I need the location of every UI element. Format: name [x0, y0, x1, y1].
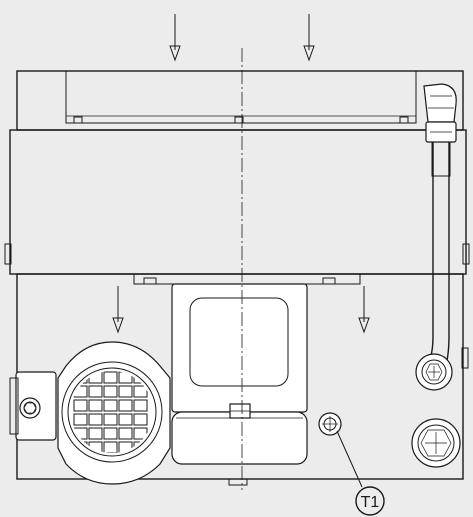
tank-body: [4, 129, 470, 275]
flow-arrow-mid-left: [112, 285, 124, 333]
electric-motor: [9, 341, 171, 485]
flow-arrow-mid-right: [358, 285, 370, 333]
test-point-t1: T1: [318, 412, 385, 516]
top-housing: [16, 70, 464, 131]
return-hose: [415, 83, 457, 391]
drain-plug: [411, 418, 461, 468]
flow-arrow-top-left: [169, 13, 181, 61]
t1-callout-bubble: [355, 486, 385, 516]
flow-arrow-top-right: [303, 13, 315, 61]
t1-callout-label: T1: [361, 494, 380, 511]
fan-grille: [71, 371, 153, 453]
pump-block: [171, 283, 308, 465]
